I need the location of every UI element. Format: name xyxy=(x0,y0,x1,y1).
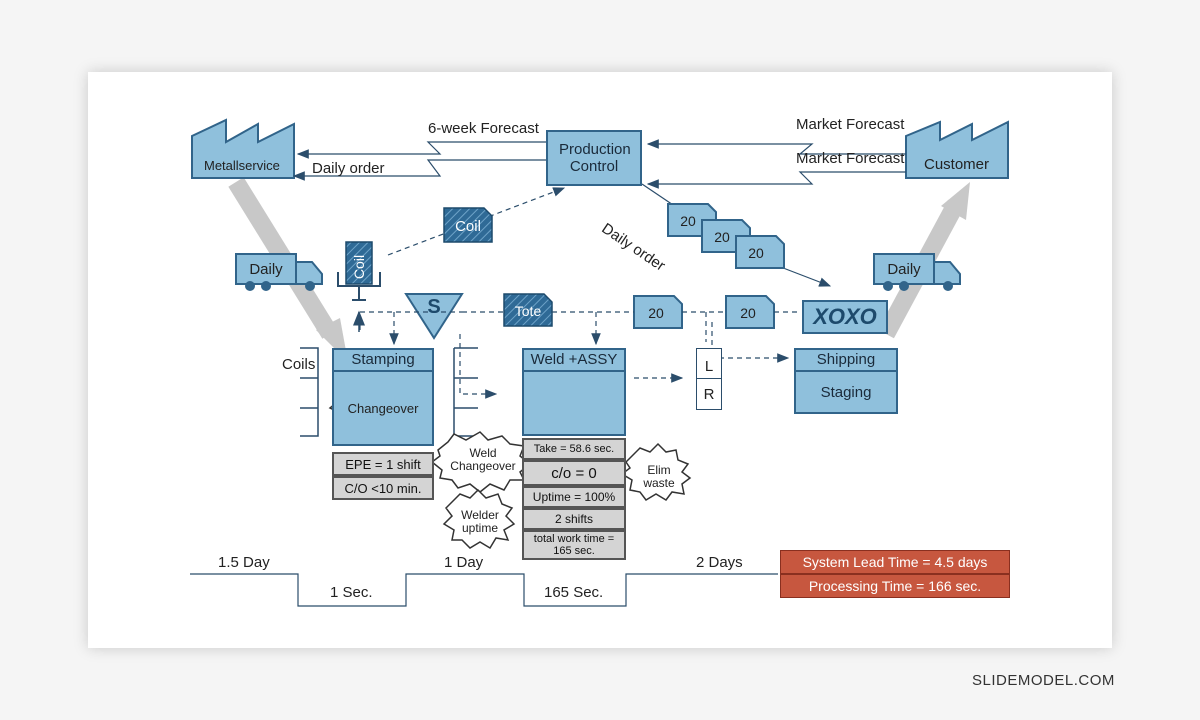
weld-data-uptime: Uptime = 100% xyxy=(522,486,626,508)
process-time-label-2: 165 Sec. xyxy=(544,584,604,601)
stamping-header: Stamping xyxy=(332,348,434,372)
coil-withdrawal-kanban-card xyxy=(443,207,493,243)
weld-data-take: Take = 58.6 sec. xyxy=(522,438,626,460)
electronic-info-lines xyxy=(292,139,906,189)
coil-signal-text: Coil xyxy=(351,254,367,280)
coil-card-text: Coil xyxy=(455,217,481,235)
customer-factory-icon xyxy=(905,120,1009,179)
withdrawal-dashed-lines xyxy=(359,311,800,399)
market-forecast-label-2: Market Forecast xyxy=(796,150,905,167)
coil-signal-kanban-card xyxy=(345,241,373,285)
lr-r-label: R xyxy=(703,385,715,403)
tote-kanban-card xyxy=(503,293,553,327)
elim-waste-label: Elim waste xyxy=(643,463,675,490)
kanban-card-1-text: 20 xyxy=(680,213,696,229)
stamping-data-epe: EPE = 1 shift xyxy=(332,452,434,476)
forecast-6week-label: 6-week Forecast xyxy=(428,120,539,137)
load-leveling-box: XOXO xyxy=(802,300,888,334)
supplier-label: Metallservice xyxy=(204,158,280,173)
weld-header: Weld +ASSY xyxy=(522,348,626,372)
shipping-body: Staging xyxy=(794,370,898,414)
tote-card-text: Tote xyxy=(514,303,542,319)
kanban-card-4-text: 20 xyxy=(648,305,664,321)
market-forecast-label-1: Market Forecast xyxy=(796,116,905,133)
kanban-card-5-text: 20 xyxy=(740,305,756,321)
kaizen-burst-elim-waste xyxy=(620,442,692,501)
supermarket-triangle-icon xyxy=(404,293,464,340)
kanban-card-3-text: 20 xyxy=(748,245,764,261)
production-control-box: Production Control xyxy=(546,130,642,186)
staging-label: Staging xyxy=(820,383,872,401)
lr-l-label: L xyxy=(704,357,714,375)
kanban-post-icon xyxy=(337,272,381,332)
production-control-label: Production Control xyxy=(559,141,631,175)
inbound-truck-label: Daily xyxy=(249,260,283,278)
weld-title: Weld +ASSY xyxy=(530,351,618,368)
weld-data-shifts: 2 shifts xyxy=(522,508,626,530)
wait-label-1: 1.5 Day xyxy=(218,554,270,571)
value-stream-map-slide: Metallservice Customer Production Contro… xyxy=(88,72,1112,648)
watermark: SLIDEMODEL.COM xyxy=(972,672,1115,689)
shipping-header: Shipping xyxy=(794,348,898,372)
stamping-data-co: C/O <10 min. xyxy=(332,476,434,500)
weld-data-co: c/o = 0 xyxy=(522,460,626,486)
lr-box xyxy=(696,348,722,410)
weld-data-work-time: total work time = 165 sec. xyxy=(522,530,626,560)
kanban-card-stack xyxy=(667,203,785,269)
weld-changeover-label: Weld Changeover xyxy=(450,446,516,473)
process-time-label-1: 1 Sec. xyxy=(330,584,373,601)
stamping-title: Stamping xyxy=(351,351,415,368)
customer-label: Customer xyxy=(924,156,990,173)
processing-time-summary: Processing Time = 166 sec. xyxy=(780,574,1010,598)
outbound-truck-icon xyxy=(873,253,961,291)
lead-time-summary: System Lead Time = 4.5 days xyxy=(780,550,1010,574)
stamping-body xyxy=(332,370,434,446)
kanban-card-2-text: 20 xyxy=(714,229,730,245)
inbound-truck-icon xyxy=(235,253,323,291)
kanban-cards-in-transit xyxy=(633,295,775,329)
supplier-factory-icon xyxy=(191,118,295,179)
timeline-ladder xyxy=(190,573,778,607)
daily-order-arrow xyxy=(777,265,832,287)
stamping-kaizen-label: Changeover xyxy=(347,400,419,416)
kaizen-burst-welder-uptime xyxy=(442,488,516,550)
wait-label-2: 1 Day xyxy=(444,554,484,571)
supermarket-label: S xyxy=(427,295,441,318)
coils-label: Coils xyxy=(282,356,316,373)
xoxo-label: XOXO xyxy=(813,304,877,329)
lr-divider xyxy=(696,378,722,379)
outbound-truck-label: Daily xyxy=(887,260,921,278)
daily-order-supplier-label: Daily order xyxy=(312,160,385,177)
weld-body xyxy=(522,370,626,436)
shipping-title: Shipping xyxy=(816,351,876,368)
wait-label-3: 2 Days xyxy=(696,554,743,571)
welder-uptime-label: Welder uptime xyxy=(461,508,499,535)
